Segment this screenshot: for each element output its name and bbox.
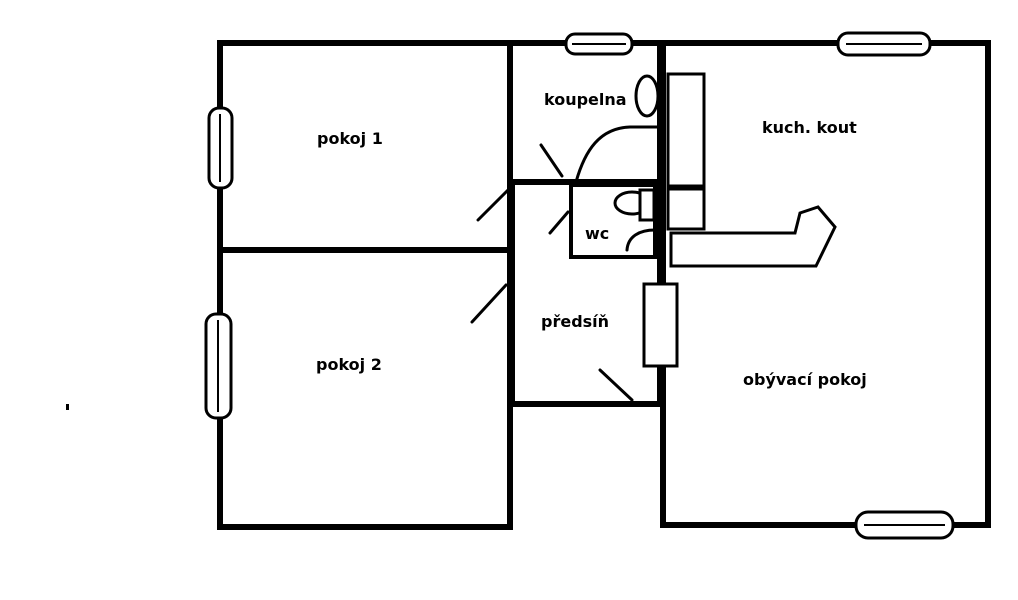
label-predsin: předsíň [541,312,609,331]
door-entrance [598,368,634,402]
window-left-pokoj2 [204,312,233,420]
door-pokoj2 [470,283,508,324]
washbasin-icon [634,74,660,118]
kitchen-counter-block [666,187,706,231]
label-wc: wc [585,224,609,243]
kitchen-counter-vertical [666,72,706,188]
right-block-walls [660,40,991,528]
label-pokoj1: pokoj 1 [317,129,383,148]
toilet-tank-icon [638,188,656,222]
stray-dot [66,404,69,410]
label-pokoj2: pokoj 2 [316,355,382,374]
hallway-cabinet [642,282,679,368]
window-left-pokoj1 [207,106,234,190]
door-wc [548,210,570,235]
label-kuchyne: kuch. kout [762,118,857,137]
wc-sink-icon [625,228,657,252]
window-top-kuchyne [836,31,932,57]
left-block-walls [217,40,513,530]
kitchen-counter-arm [669,205,837,268]
door-pokoj1 [476,188,510,222]
label-obyvaci: obývací pokoj [743,370,867,389]
door-koupelna [539,143,564,178]
label-koupelna: koupelna [544,90,627,109]
window-bottom-obyvaci [854,510,955,540]
bathtub-curve-icon [574,125,662,184]
window-top-koupelna [564,32,634,56]
